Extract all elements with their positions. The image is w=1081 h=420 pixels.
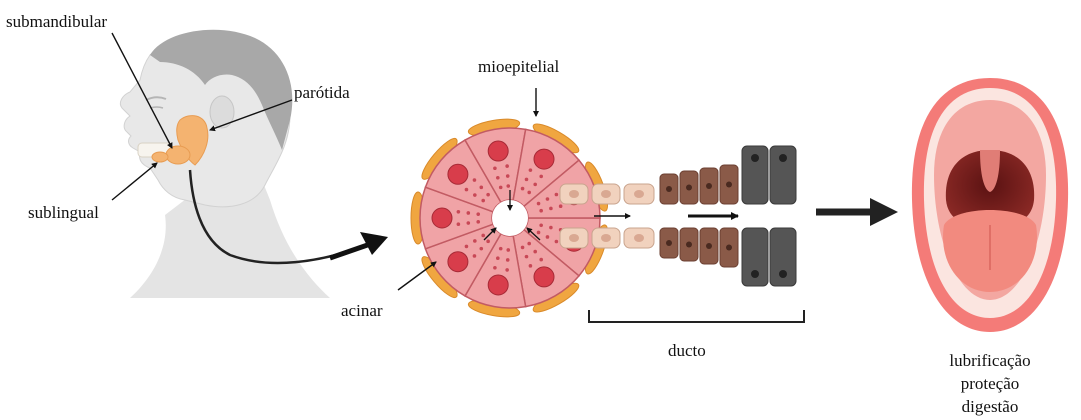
secretory-granule xyxy=(506,248,510,252)
flow-arrow-1-head xyxy=(360,232,388,255)
cell-nucleus xyxy=(432,208,452,228)
secretory-granule xyxy=(506,174,510,178)
label-duct: ducto xyxy=(668,341,706,360)
secretory-granule xyxy=(465,188,469,192)
duct-bracket xyxy=(589,310,804,322)
secretory-granule xyxy=(486,193,490,197)
cell-nucleus xyxy=(448,164,468,184)
function-protection: proteção xyxy=(961,374,1020,393)
duct-cell-nucleus xyxy=(686,185,692,191)
secretory-granule xyxy=(559,204,563,208)
secretory-granule xyxy=(521,246,525,250)
head-icon xyxy=(120,30,365,298)
secretory-granule xyxy=(481,234,485,238)
mouth-icon xyxy=(912,78,1068,332)
duct-cell-nucleus xyxy=(706,183,712,189)
secretory-granule xyxy=(506,184,510,188)
secretory-granule xyxy=(549,207,553,211)
secretory-granule xyxy=(473,178,477,182)
duct-cell-nucleus xyxy=(726,245,732,251)
secretory-granule xyxy=(499,186,503,190)
secretory-granule xyxy=(473,239,477,243)
secretory-granule xyxy=(506,258,510,262)
secretory-granule xyxy=(457,222,461,226)
duct-cell-nucleus xyxy=(686,242,692,248)
cell-nucleus xyxy=(488,275,508,295)
secretory-granule xyxy=(505,268,509,272)
duct-cell-nucleus xyxy=(601,190,611,198)
secretory-granule xyxy=(479,247,483,251)
secretory-granule xyxy=(476,212,480,216)
label-sublingual: sublingual xyxy=(28,203,99,222)
duct-cell-nucleus xyxy=(634,190,644,198)
cell-nucleus xyxy=(534,149,554,169)
sublingual-pointer xyxy=(112,163,157,200)
function-lubrication: lubrificação xyxy=(949,351,1030,370)
function-digestion: digestão xyxy=(962,397,1019,416)
acinus-icon xyxy=(411,116,612,320)
secretory-granule xyxy=(529,168,533,172)
secretory-granule xyxy=(539,258,543,262)
secretory-granule xyxy=(467,211,471,215)
secretory-granule xyxy=(546,197,550,201)
secretory-granule xyxy=(465,245,469,249)
secretory-granule xyxy=(521,187,525,191)
secretory-granule xyxy=(481,199,485,203)
duct-cell-nucleus xyxy=(569,234,579,242)
secretory-granule xyxy=(476,220,480,224)
secretory-granule xyxy=(457,210,461,214)
secretory-granule xyxy=(473,193,477,197)
duct-cell-nucleus xyxy=(779,270,787,278)
duct-cell-nucleus xyxy=(751,270,759,278)
label-acinar: acinar xyxy=(341,301,383,320)
label-parotid: parótida xyxy=(294,83,350,102)
secretory-granule xyxy=(537,202,541,206)
flow-arrow-2-head xyxy=(870,198,898,226)
duct-cell-nucleus xyxy=(666,240,672,246)
secretory-granule xyxy=(493,266,497,270)
secretory-granule xyxy=(555,240,559,244)
duct-cell-nucleus xyxy=(634,234,644,242)
secretory-granule xyxy=(529,264,533,268)
secretory-granule xyxy=(473,254,477,258)
secretory-granule xyxy=(525,255,529,259)
secretory-granule xyxy=(549,226,553,230)
secretory-granule xyxy=(539,223,543,227)
secretory-granule xyxy=(537,231,541,235)
duct-cell-nucleus xyxy=(779,154,787,162)
duct-cell-nucleus xyxy=(666,186,672,192)
duct-cell-nucleus xyxy=(751,154,759,162)
secretory-granule xyxy=(546,235,550,239)
secretory-granule xyxy=(505,164,509,168)
secretory-granule xyxy=(539,209,543,213)
secretory-granule xyxy=(467,221,471,225)
secretory-granule xyxy=(555,193,559,197)
cell-nucleus xyxy=(448,252,468,272)
secretory-granule xyxy=(493,166,497,170)
duct-cell-nucleus xyxy=(601,234,611,242)
duct-cell-nucleus xyxy=(726,182,732,188)
duct-cell-nucleus xyxy=(706,243,712,249)
secretory-granule xyxy=(496,176,500,180)
cell-nucleus xyxy=(534,267,554,287)
secretory-granule xyxy=(496,256,500,260)
secretory-granule xyxy=(479,186,483,190)
secretory-granule xyxy=(539,175,543,179)
duct-cell-nucleus xyxy=(569,190,579,198)
secretory-granule xyxy=(486,240,490,244)
cell-nucleus xyxy=(488,141,508,161)
secretory-granule xyxy=(527,242,531,246)
label-submandibular: submandibular xyxy=(6,12,107,31)
secretory-granule xyxy=(499,247,503,251)
secretory-granule xyxy=(533,183,537,187)
secretory-granule xyxy=(525,178,529,182)
label-myoepithelial: mioepitelial xyxy=(478,57,559,76)
secretory-granule xyxy=(533,250,537,254)
secretory-granule xyxy=(527,191,531,195)
